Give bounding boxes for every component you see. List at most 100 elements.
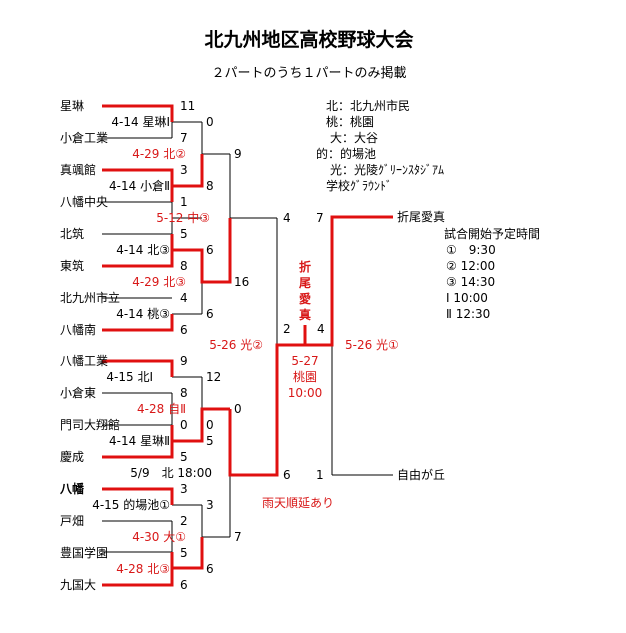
team-name: 門司大翔館 [60, 417, 120, 432]
match-label: 4-14 小倉Ⅱ [109, 178, 170, 193]
match-labels: 4-14 星琳Ⅰ 4-14 小倉Ⅱ 4-14 北③ 4-14 桃③ 4-15 北… [92, 115, 399, 576]
start-time-row: ① 9:30 [446, 243, 496, 257]
match-label: 5-26 光② [209, 338, 263, 352]
match-label: 4-14 星琳Ⅰ [111, 115, 170, 129]
start-time-row: Ⅰ 10:00 [446, 291, 488, 305]
start-time-row: Ⅱ 12:30 [446, 307, 490, 321]
team-name: 豊国学園 [60, 545, 108, 560]
team-name: 星琳 [60, 99, 84, 113]
score: 4 [283, 211, 291, 225]
team-name: 戸畑 [60, 514, 84, 528]
team-name: 九国大 [60, 578, 96, 592]
legend-item: 的：的場池 [316, 146, 376, 161]
team-name: 八幡 [59, 481, 85, 496]
score: 5 [180, 546, 188, 560]
legend-item: 光：光陵ｸﾞﾘｰﾝｽﾀｼﾞｱﾑ [330, 163, 444, 177]
match-label: 4-15 北Ⅰ [106, 370, 153, 384]
legend-item: 大：大谷 [330, 131, 378, 145]
score: 6 [206, 562, 214, 576]
legend-item: 学校ｸﾞﾗｳﾝﾄﾞ [326, 178, 392, 193]
match-label: 4-29 北③ [132, 275, 186, 289]
score: 6 [206, 307, 214, 321]
start-time-row: ② 12:00 [446, 259, 495, 273]
score: 5 [206, 434, 214, 448]
score: 9 [180, 354, 188, 368]
score: 11 [180, 99, 195, 113]
winner-line [305, 215, 393, 347]
score: 0 [206, 115, 214, 129]
team-name: 小倉工業 [60, 130, 108, 145]
score: 6 [180, 323, 188, 337]
match-label: 4-14 星琳Ⅱ [109, 434, 170, 448]
score: 16 [234, 275, 249, 289]
match-label: 4-28 自Ⅱ [137, 402, 186, 416]
score: 7 [316, 211, 324, 225]
score: 3 [180, 482, 188, 496]
winner-line [102, 104, 174, 122]
score: 4 [317, 322, 325, 336]
score: 12 [206, 370, 221, 384]
match-label: 5/9 北 18:00 [130, 466, 212, 480]
match-label: 5-12 中③ [156, 210, 210, 225]
venue-legend: 北：北九州市民 桃：桃園 大：大谷 的：的場池 光：光陵ｸﾞﾘｰﾝｽﾀｼﾞｱﾑ … [316, 98, 444, 193]
score: 0 [180, 418, 188, 432]
team-name: 小倉東 [60, 385, 96, 400]
team-list-left: 星琳 小倉工業 真颯館 八幡中央 北筑 東筑 北九州市立 八幡南 八幡工業 小倉… [59, 99, 120, 592]
final-info: 5-27 桃園 10:00 [288, 354, 323, 400]
match-label: 4-15 的場池① [92, 497, 170, 512]
winner-path [102, 104, 393, 587]
score: 3 [180, 163, 188, 177]
score: 5 [180, 450, 188, 464]
team-name: 八幡中央 [60, 194, 108, 209]
final-venue: 桃園 [293, 369, 317, 384]
legend-item: 北：北九州市民 [326, 98, 410, 113]
score: 1 [316, 468, 324, 482]
score: 8 [180, 259, 188, 273]
page-title: 北九州地区高校野球大会 [204, 28, 413, 51]
match-label: 4-28 北③ [116, 562, 170, 576]
score: 9 [234, 147, 242, 161]
legend-item: 桃：桃園 [326, 114, 374, 129]
winner-line [102, 407, 230, 459]
champion-char: 尾 [299, 276, 311, 290]
winner-line [102, 314, 174, 332]
team-name: 八幡工業 [60, 353, 108, 368]
match-label: 5-26 光① [345, 338, 399, 352]
score: 5 [180, 227, 188, 241]
team-name: 真颯館 [60, 162, 96, 177]
score: 8 [206, 179, 214, 193]
start-times-title: 試合開始予定時間 [444, 226, 540, 241]
match-label: 4-29 北② [132, 147, 186, 161]
rain-note: 雨天順延あり [262, 496, 334, 510]
final-time: 10:00 [288, 386, 323, 400]
winner-line [228, 343, 305, 477]
match-label: 4-14 桃③ [116, 306, 170, 321]
score: 8 [180, 386, 188, 400]
score: 0 [206, 418, 214, 432]
score: 6 [180, 578, 188, 592]
score: 0 [234, 402, 242, 416]
team-name: 北筑 [60, 226, 84, 241]
score: 7 [234, 530, 242, 544]
scores: 11 7 3 1 5 8 4 6 9 8 0 5 3 2 5 6 0 8 9 1… [180, 99, 325, 592]
score: 7 [180, 131, 188, 145]
score: 2 [180, 514, 188, 528]
match-label: 4-14 北③ [116, 243, 170, 257]
team-name: 自由が丘 [397, 467, 445, 482]
start-times: 試合開始予定時間 ① 9:30 ② 12:00 ③ 14:30 Ⅰ 10:00 … [444, 226, 540, 321]
winner-line [102, 487, 174, 505]
team-name: 慶成 [60, 450, 84, 464]
page-subtitle: ２パートのうち１パートのみ掲載 [211, 65, 406, 81]
start-time-row: ③ 14:30 [446, 275, 495, 289]
score: 4 [180, 291, 188, 305]
team-name: 東筑 [60, 258, 84, 273]
final-date: 5-27 [291, 354, 318, 368]
score: 6 [206, 243, 214, 257]
champion-char: 真 [299, 307, 311, 322]
match-label: 4-30 大① [132, 530, 186, 544]
winner-line [102, 359, 174, 377]
score: 2 [283, 322, 291, 336]
champion-char: 折 [299, 259, 311, 274]
champion-char: 愛 [299, 291, 311, 306]
